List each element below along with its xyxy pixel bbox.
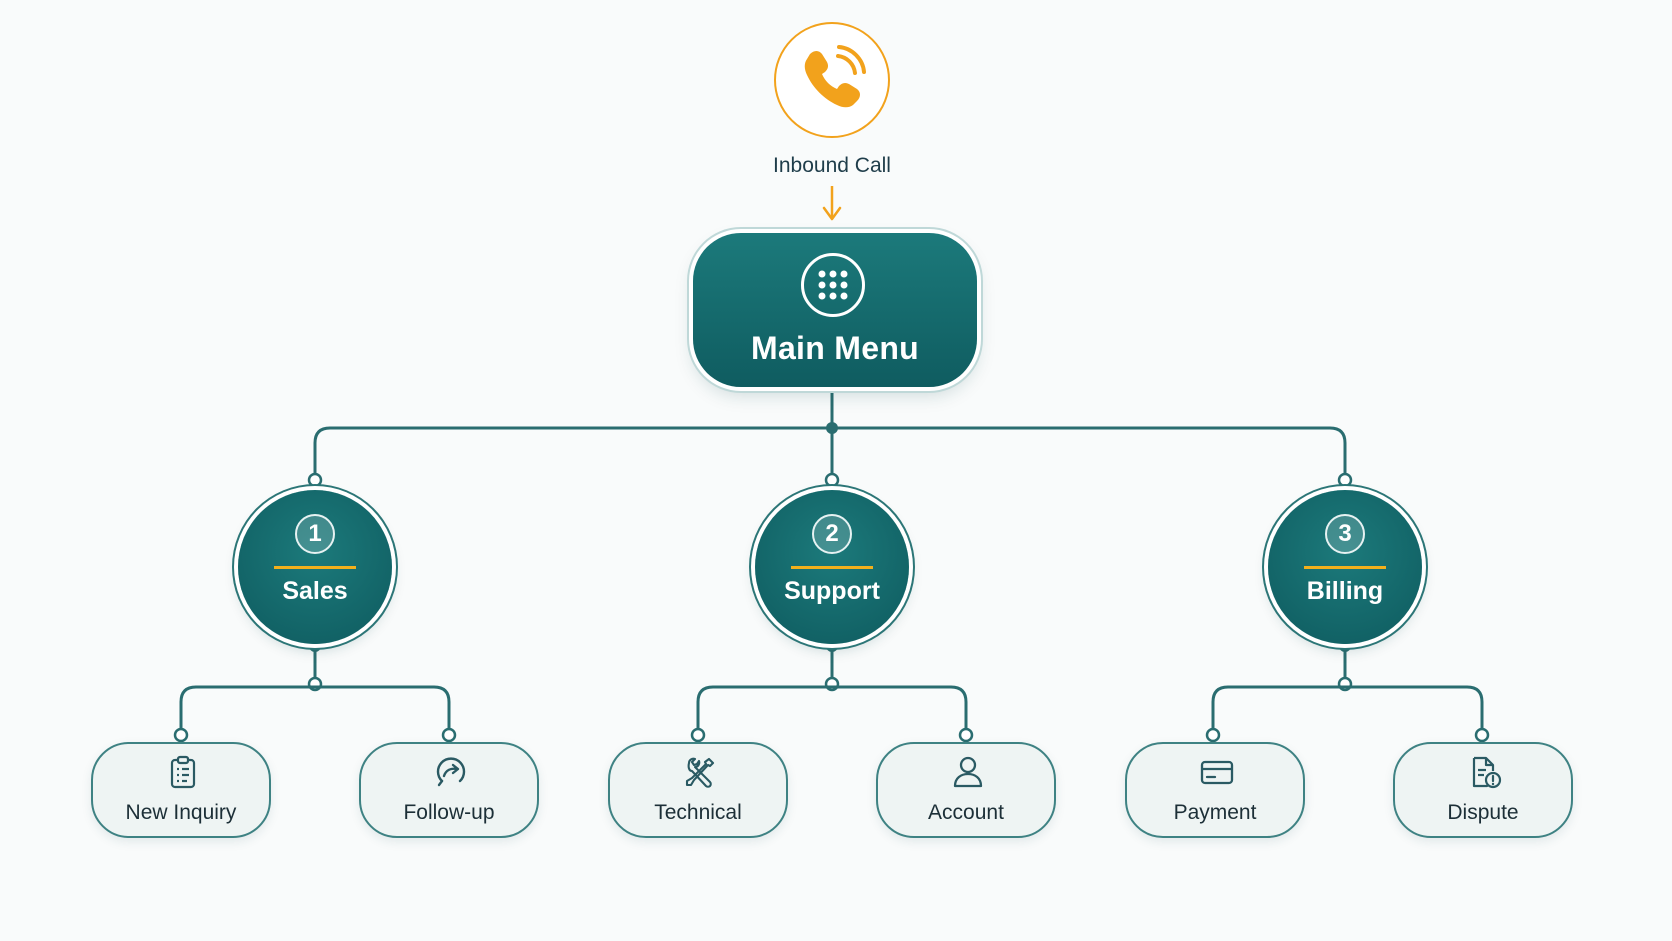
- leaf-label: Dispute: [1447, 801, 1519, 824]
- main-menu-label: Main Menu: [750, 330, 920, 366]
- leaf-follow-up[interactable]: Follow-up: [359, 742, 539, 838]
- clipboard-icon: [165, 754, 201, 790]
- document-alert-icon: [1467, 754, 1503, 790]
- option-label: Billing: [1306, 577, 1384, 605]
- inbound-call-node: [774, 22, 890, 138]
- start-arrow-head: [822, 206, 842, 221]
- option-divider: [1304, 566, 1386, 569]
- phone-ringing-icon: [796, 42, 868, 119]
- leaf-label: Follow-up: [403, 801, 495, 824]
- leaf-account[interactable]: Account: [876, 742, 1056, 838]
- option-label: Support: [784, 577, 880, 605]
- user-icon: [950, 754, 986, 790]
- leaf-label: Technical: [654, 801, 742, 824]
- leaf-label: New Inquiry: [125, 801, 237, 824]
- option-divider: [274, 566, 356, 569]
- option-billing-node[interactable]: 3 Billing: [1268, 490, 1422, 644]
- option-label: Sales: [282, 577, 348, 605]
- leaf-new-inquiry[interactable]: New Inquiry: [91, 742, 271, 838]
- main-menu-node[interactable]: Main Menu: [693, 233, 977, 387]
- leaf-label: Account: [928, 801, 1004, 824]
- leaf-label: Payment: [1173, 801, 1257, 824]
- option-number-badge: 1: [295, 514, 335, 554]
- option-divider: [791, 566, 873, 569]
- follow-up-arrow-icon: [433, 754, 469, 790]
- leaf-dispute[interactable]: Dispute: [1393, 742, 1573, 838]
- option-number-badge: 3: [1325, 514, 1365, 554]
- inbound-call-label: Inbound Call: [773, 154, 891, 177]
- tools-icon: [682, 754, 718, 790]
- leaf-technical[interactable]: Technical: [608, 742, 788, 838]
- option-sales-node[interactable]: 1 Sales: [238, 490, 392, 644]
- option-number-badge: 2: [812, 514, 852, 554]
- keypad-icon: [801, 253, 865, 317]
- credit-card-icon: [1199, 754, 1235, 790]
- option-support-node[interactable]: 2 Support: [755, 490, 909, 644]
- leaf-payment[interactable]: Payment: [1125, 742, 1305, 838]
